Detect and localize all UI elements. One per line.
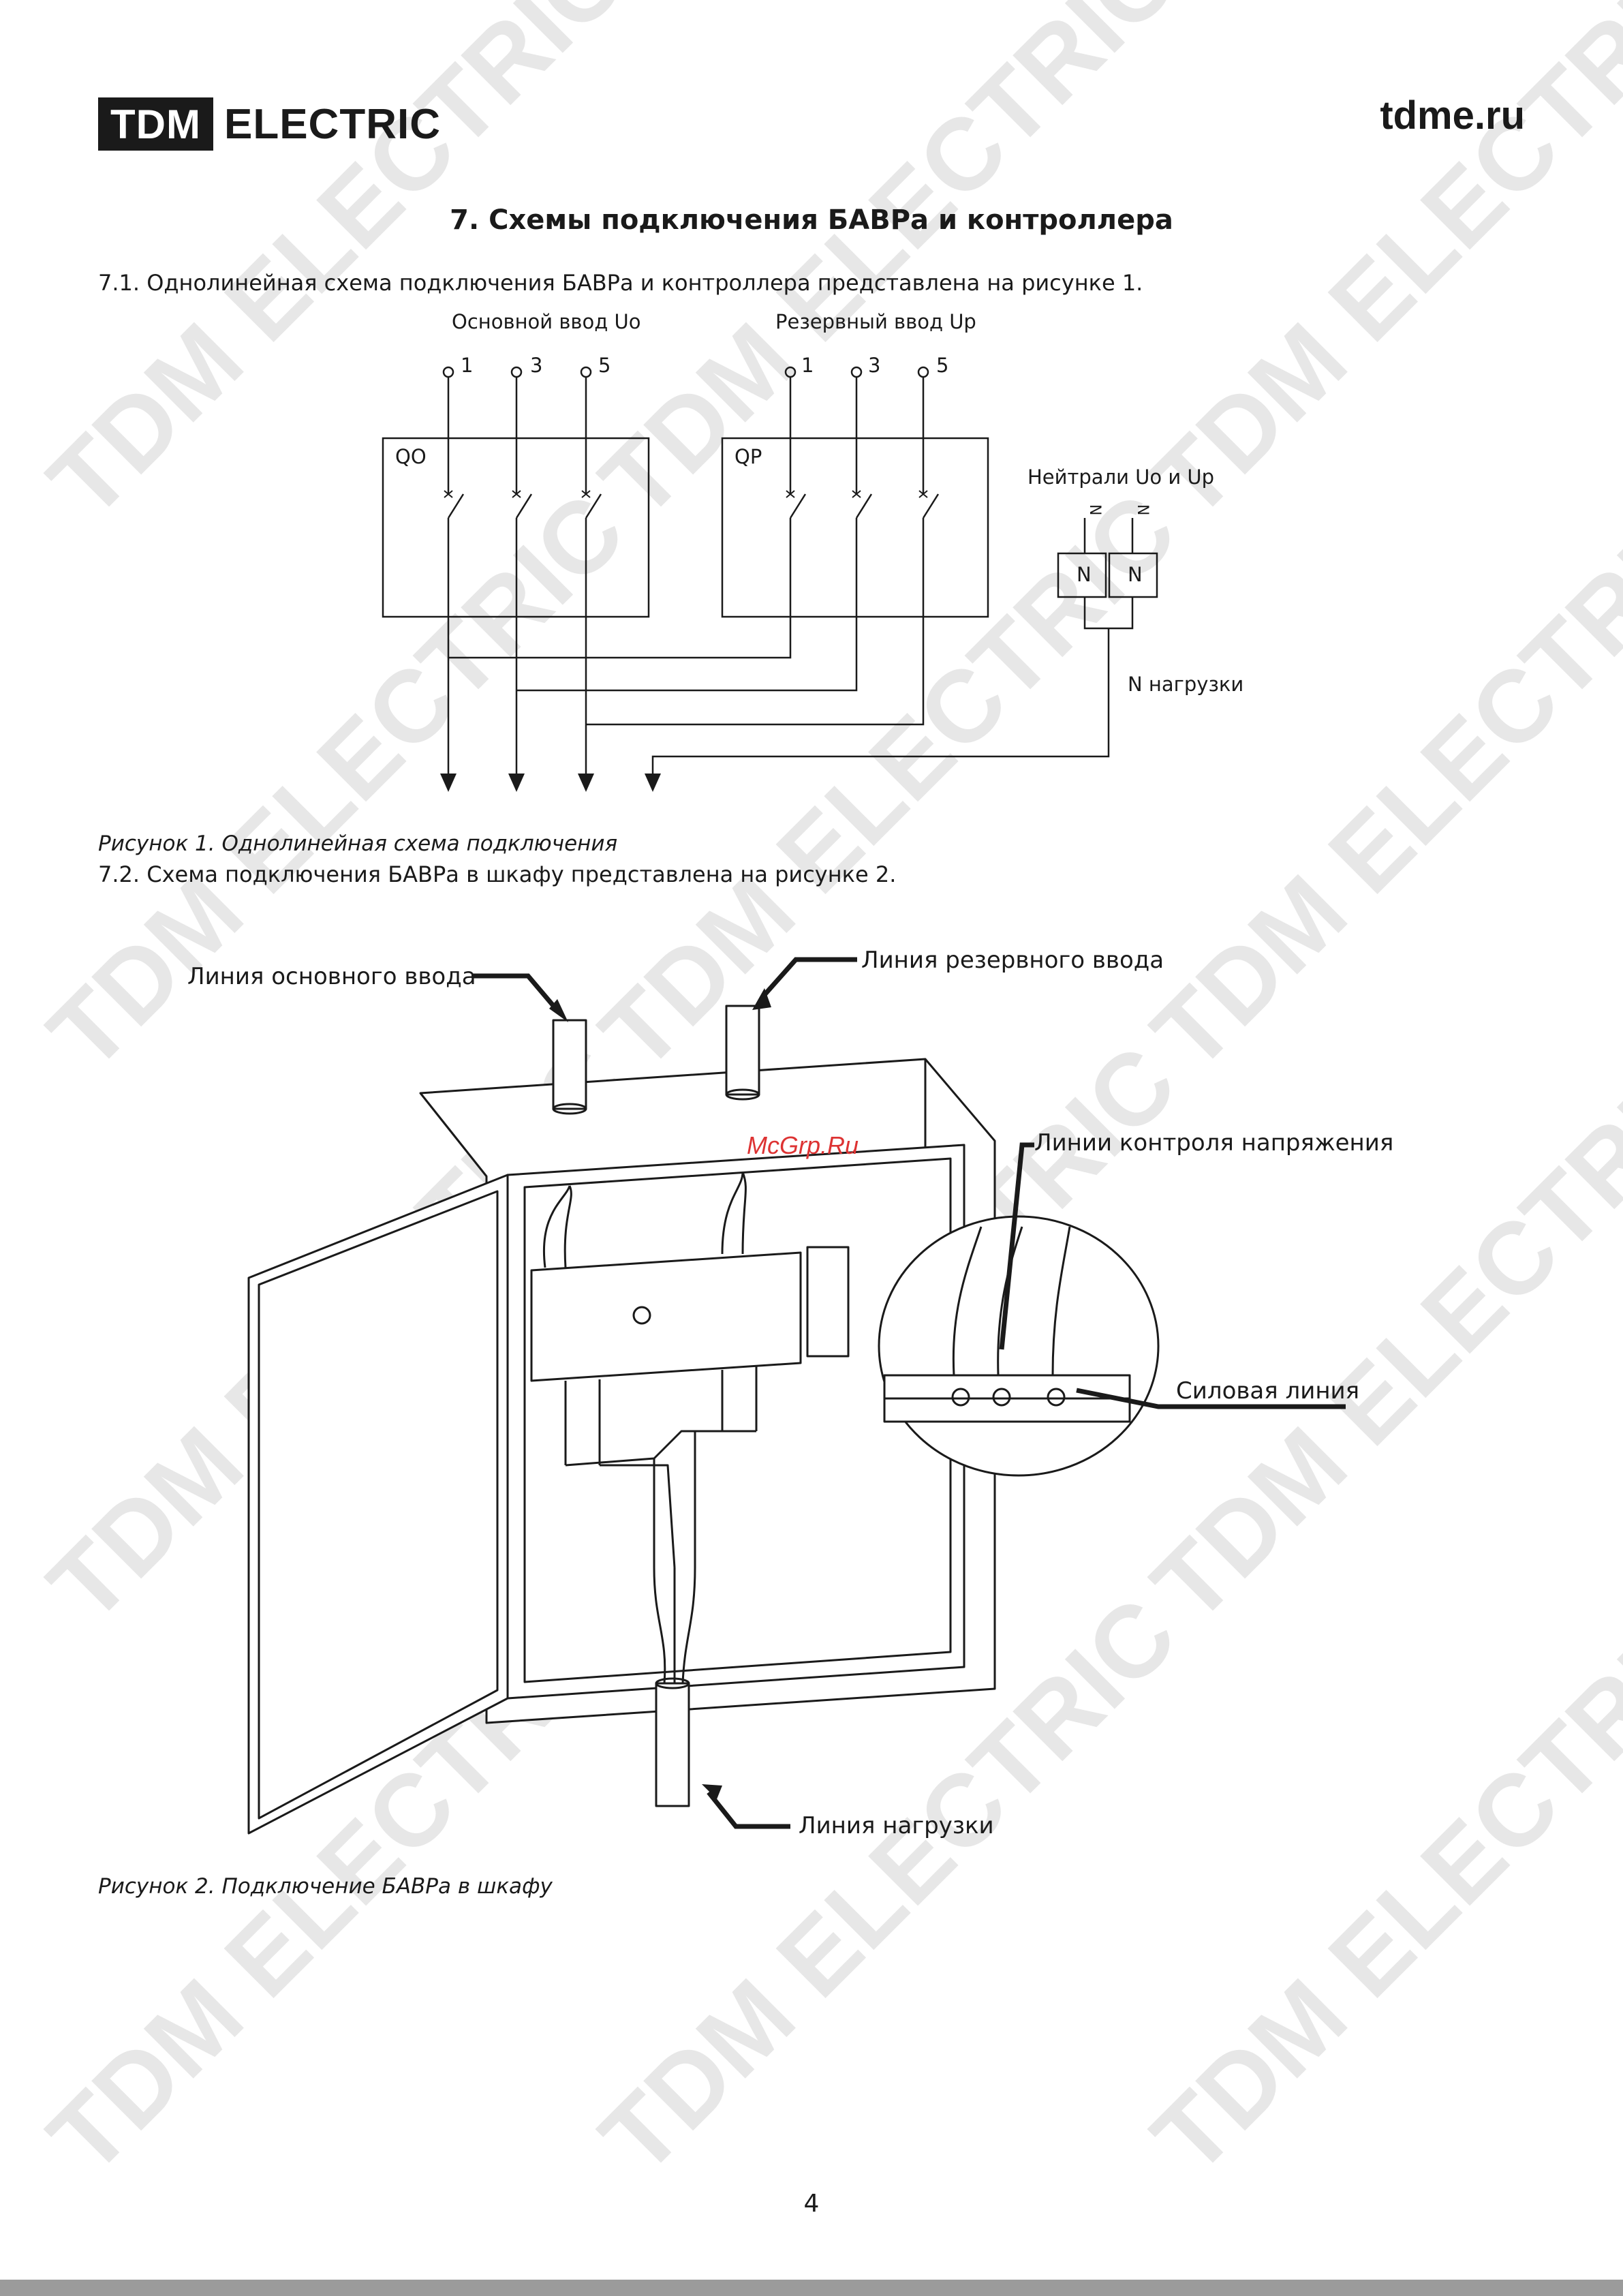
pointer-arrowhead: [549, 999, 568, 1022]
output-arrow: [440, 774, 457, 792]
voltage-control-label: Линии контроля напряжения: [1034, 1129, 1393, 1157]
paragraph-7-1: 7.1. Однолинейная схема подключения БАВР…: [98, 270, 1143, 296]
breaker-main-label: QO: [395, 445, 427, 468]
terminal-label: 1: [461, 354, 473, 377]
logo-box: TDM: [98, 97, 213, 151]
terminal-label: 5: [598, 354, 610, 377]
terminal-label: 1: [801, 354, 814, 377]
neutral-box-label: N: [1128, 563, 1143, 586]
figure-1-caption: Рисунок 1. Однолинейная схема подключени…: [98, 831, 618, 856]
terminal-label: 3: [868, 354, 880, 377]
output-arrow: [578, 774, 594, 792]
neutral-vertical-label: N: [1086, 504, 1103, 515]
output-arrow: [508, 774, 525, 792]
brand-logo: TDM ELECTRIC: [98, 97, 441, 151]
paragraph-7-2: 7.2. Схема подключения БАВРа в шкафу пре…: [98, 861, 897, 887]
figure-2-caption: Рисунок 2. Подключение БАВРа в шкафу: [98, 1874, 553, 1899]
section-title: 7. Схемы подключения БАВРа и контроллера: [450, 204, 1173, 236]
neutral-vertical-label: N: [1134, 504, 1151, 515]
stamp: McGrp.Ru: [747, 1131, 859, 1159]
page-number: 4: [803, 2190, 820, 2218]
output-arrow: [645, 774, 661, 792]
load-line-label: Линия нагрузки: [799, 1812, 994, 1839]
main-line-label: Линия основного ввода: [187, 963, 476, 990]
reserve-line-label: Линия резервного ввода: [861, 947, 1164, 974]
neutral-box-label: N: [1077, 563, 1092, 586]
power-line-label: Силовая линия: [1176, 1377, 1359, 1405]
site-url: tdme.ru: [1380, 93, 1525, 138]
cabinet-illustration: Линия основного ввода Линия резервного в…: [187, 947, 1393, 1839]
pointer-arrowhead: [702, 1784, 722, 1799]
pointer-arrowhead: [752, 988, 771, 1010]
reserve-input-label: Резервный ввод Up: [775, 310, 976, 333]
main-input-label: Основной ввод Uo: [452, 310, 641, 333]
logo-word: ELECTRIC: [223, 100, 441, 148]
load-neutral-label: N нагрузки: [1128, 673, 1243, 696]
breaker-reserve-label: QP: [735, 445, 762, 468]
bottom-rule: [0, 2280, 1623, 2296]
terminal-label: 5: [936, 354, 948, 377]
neutrals-label: Нейтрали Uo и Up: [1027, 465, 1214, 489]
terminal-label: 3: [530, 354, 542, 377]
single-line-diagram: Основной ввод Uo Резервный ввод Up 1 3 5…: [382, 310, 1243, 792]
